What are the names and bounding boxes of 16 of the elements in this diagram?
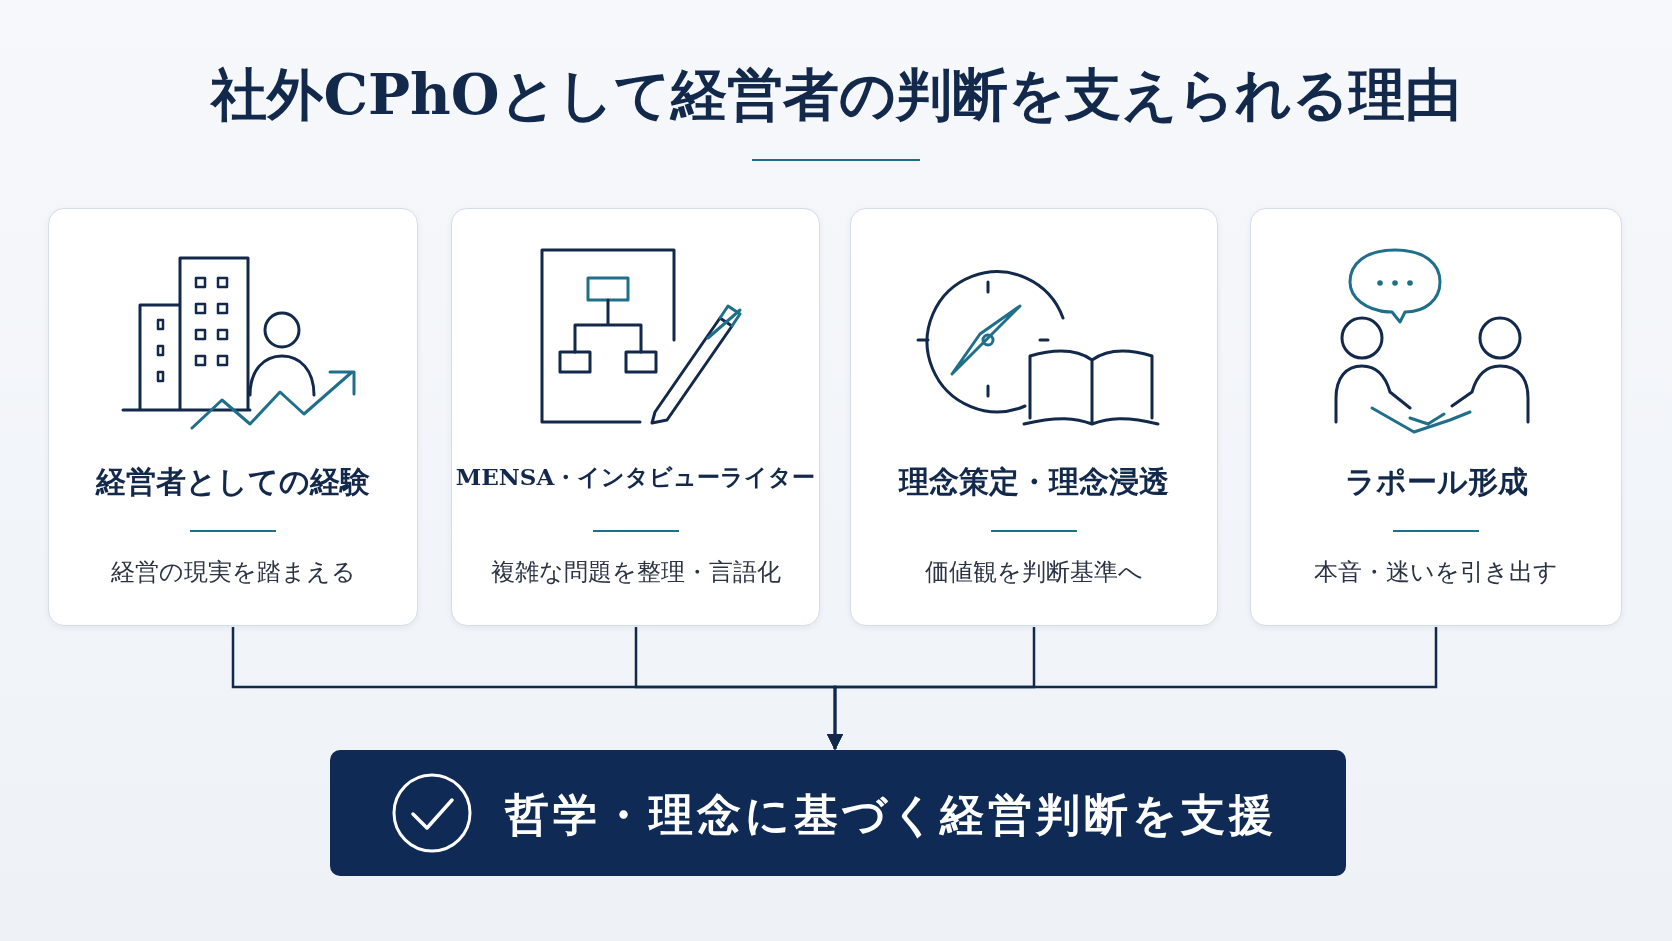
result-box — [330, 750, 1346, 876]
card — [850, 208, 1218, 626]
card-heading: 理念策定・理念浸透 — [899, 463, 1169, 501]
title: 社外CPhOとして経営者の判断を支えられる理由 — [211, 60, 1461, 129]
card-subtitle: 経営の現実を踏まえる — [110, 557, 356, 588]
card-subtitle: 複雑な問題を整理・言語化 — [490, 557, 781, 588]
card-heading: MENSA・インタビューライター — [455, 462, 816, 492]
card-heading: ラポール形成 — [1344, 463, 1528, 501]
card — [1250, 208, 1622, 626]
card-subtitle: 価値観を判断基準へ — [925, 557, 1143, 588]
card — [48, 208, 418, 626]
result-text: 哲学・理念に基づく経営判断を支援 — [505, 788, 1277, 842]
card-subtitle: 本音・迷いを引き出す — [1314, 557, 1558, 588]
card — [451, 208, 820, 626]
card-heading: 経営者としての経験 — [96, 463, 370, 501]
connector-arrow — [827, 627, 1438, 750]
